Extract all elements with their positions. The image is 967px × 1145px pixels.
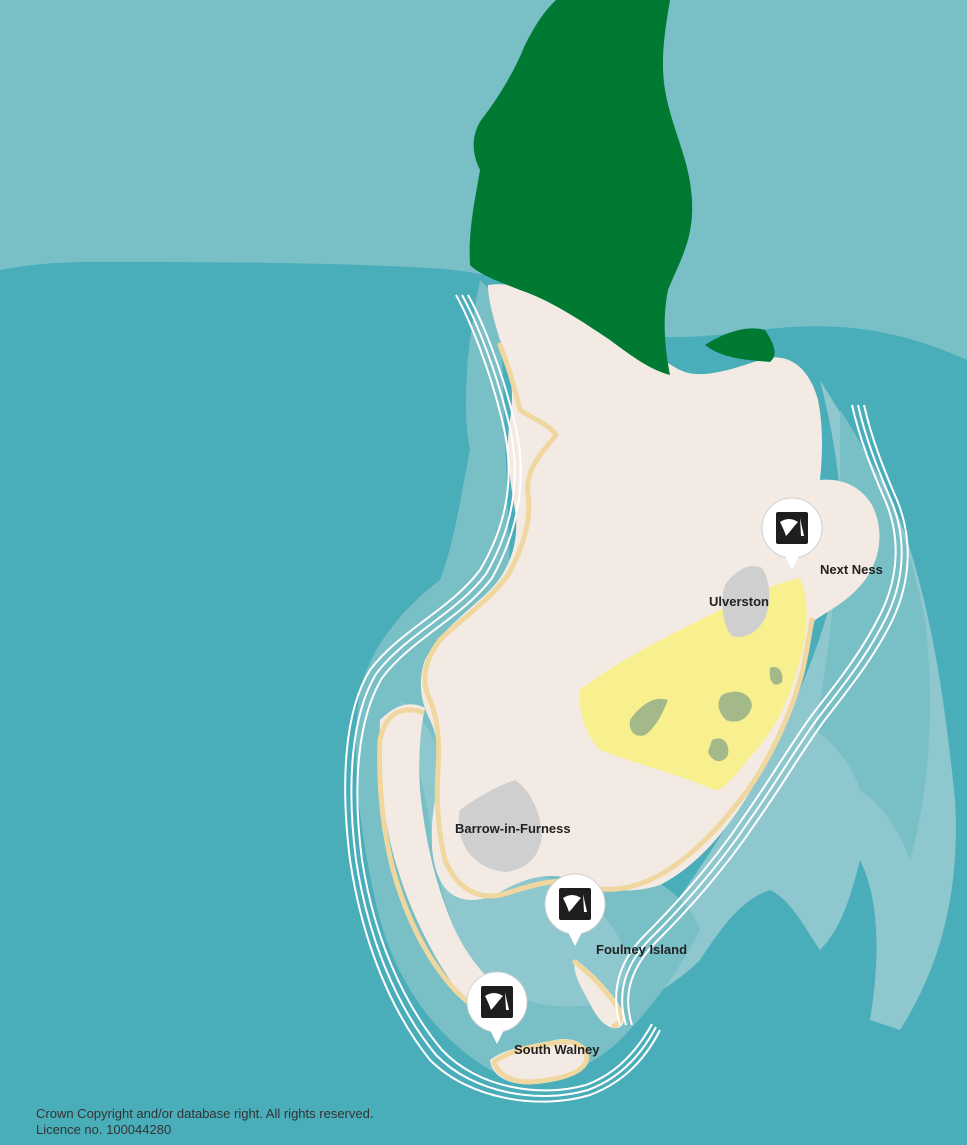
woodland-2 [718, 691, 752, 722]
land-mainland [420, 284, 880, 900]
pin-foulney-island[interactable] [544, 873, 606, 946]
boundary-west [344, 294, 661, 1103]
coast-path-walney [377, 707, 505, 1015]
land-foulney [574, 960, 624, 1029]
woodland-4 [769, 666, 783, 685]
national-park-main [469, 0, 693, 375]
site-label-next-ness[interactable]: Next Ness [820, 562, 883, 577]
place-label-ulverston: Ulverston [709, 594, 769, 609]
coast-path-west [422, 342, 578, 899]
pin-next-ness[interactable] [761, 497, 823, 570]
woodland-1 [629, 698, 668, 736]
urban-barrow [458, 780, 542, 872]
woodland-3 [708, 738, 729, 762]
site-label-south-walney[interactable]: South Walney [514, 1042, 600, 1057]
coast-path-south [491, 1039, 590, 1085]
place-label-barrow: Barrow-in-Furness [455, 821, 571, 836]
national-park-east [705, 328, 775, 362]
badger-stripe [563, 894, 587, 912]
badger-stripe [485, 992, 509, 1010]
badger-stripe [780, 518, 804, 536]
site-label-foulney-island[interactable]: Foulney Island [596, 942, 688, 957]
coast-path-east [572, 617, 815, 892]
boundary-east [615, 404, 909, 1026]
copyright-notice: Crown Copyright and/or database right. A… [36, 1106, 373, 1138]
pin-south-walney[interactable] [466, 971, 528, 1044]
licence-line: Licence no. 100044280 [36, 1122, 172, 1137]
urban-ulverston [722, 565, 770, 638]
land-walney [379, 704, 510, 1013]
copyright-line: Crown Copyright and/or database right. A… [36, 1106, 374, 1121]
